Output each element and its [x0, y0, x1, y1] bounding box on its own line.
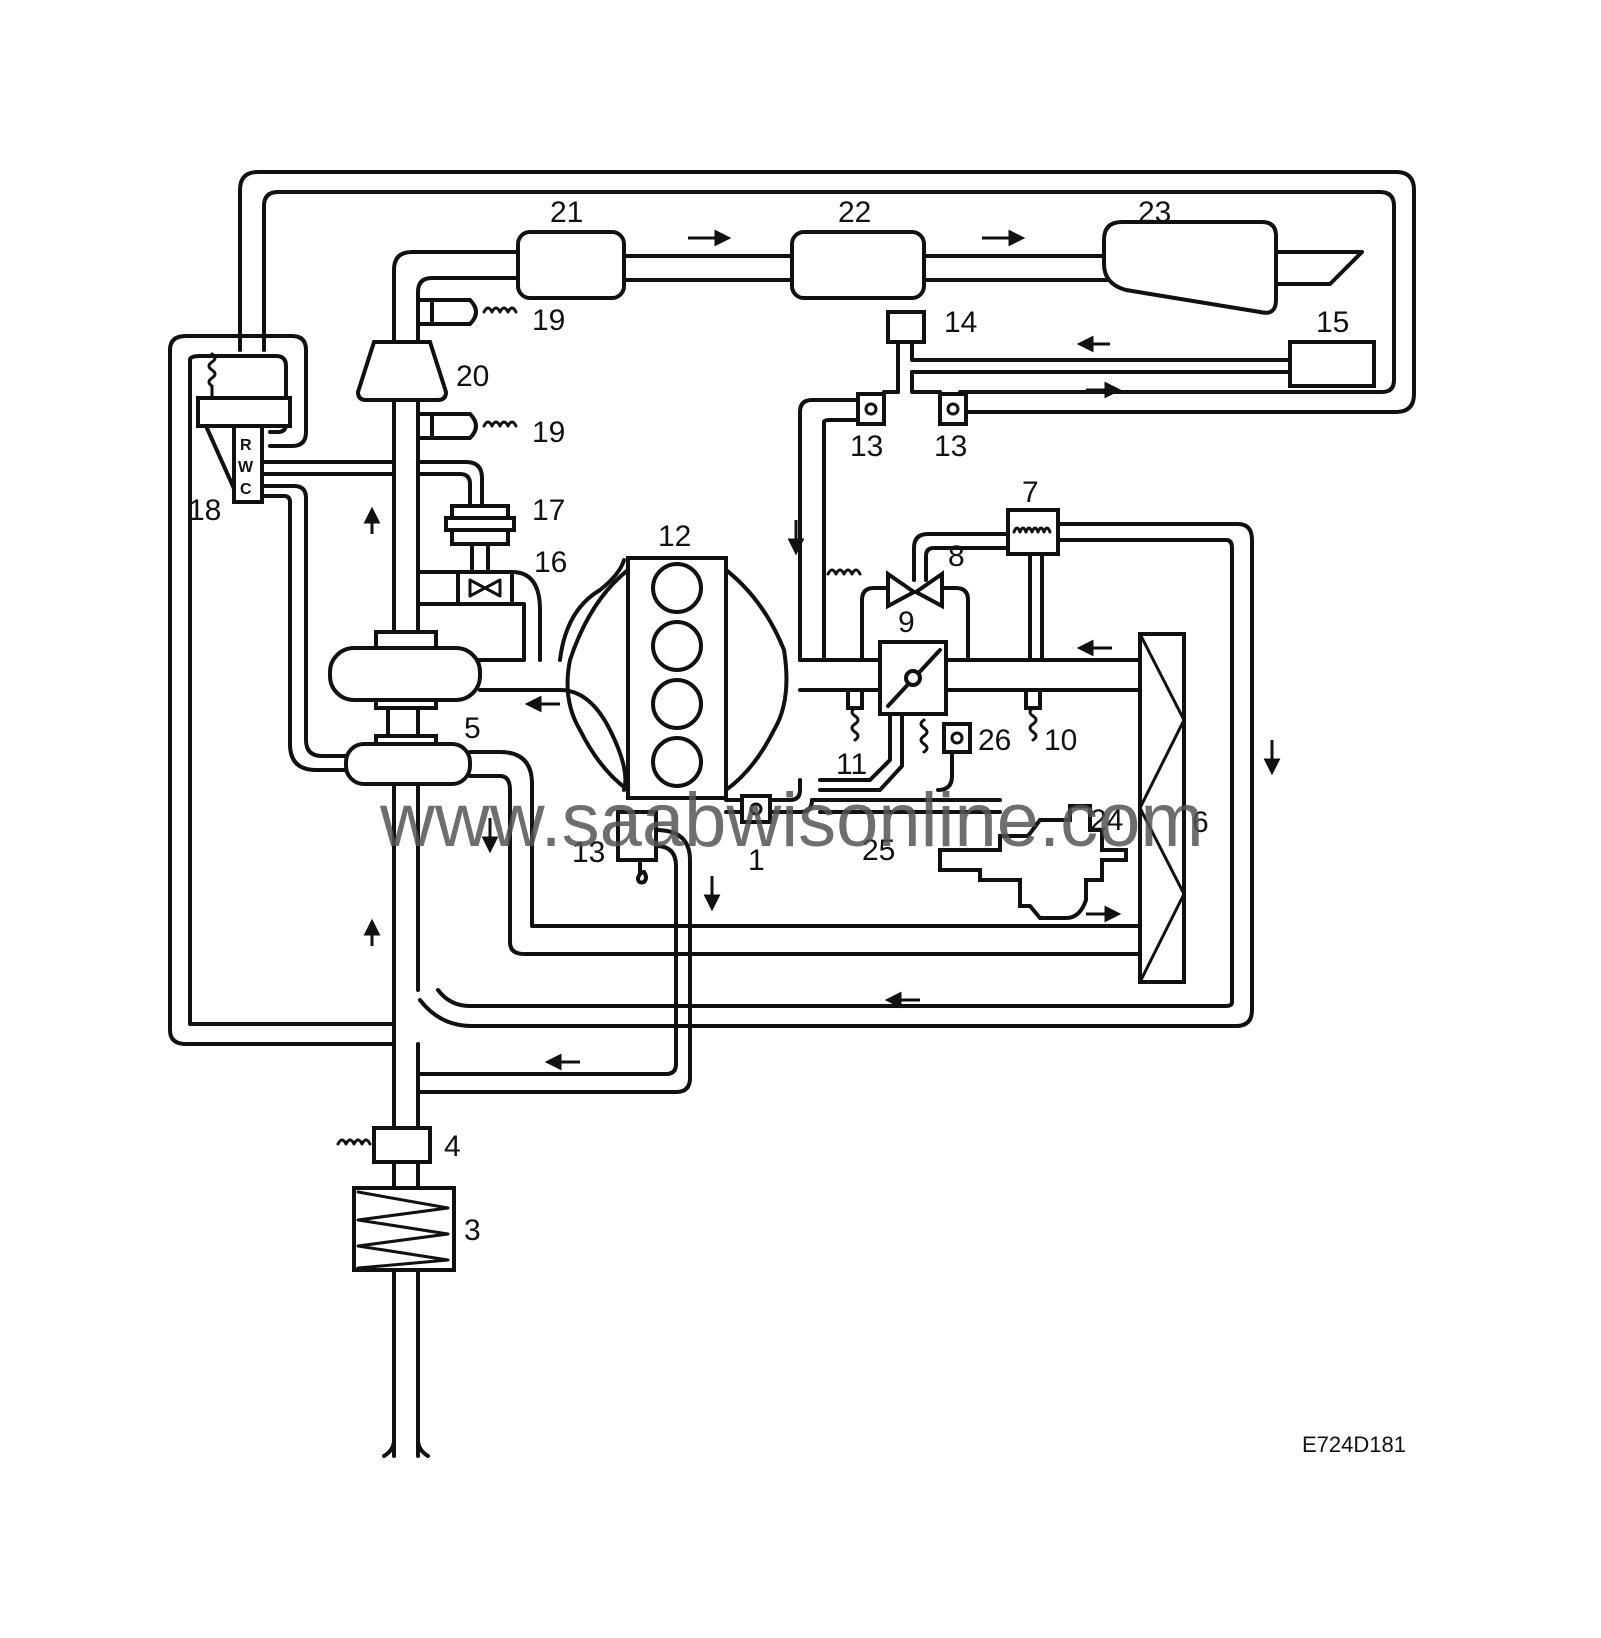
component-23-silencer: 23 [1102, 196, 1278, 315]
label-21: 21 [550, 196, 583, 229]
component-19-sensor-lower: 19 [416, 412, 565, 449]
component-16-wastegate: 16 [416, 546, 567, 662]
label-10: 11 [836, 748, 867, 781]
intake-to-intercooler [944, 639, 1142, 692]
component-6-bypass-valve: 7 [418, 476, 1281, 1028]
label-26: 26 [978, 724, 1011, 757]
component-17-actuator: 17 [444, 494, 565, 574]
label-14: 14 [944, 306, 977, 339]
label-3: 4 [444, 1130, 461, 1163]
label-7: 8 [948, 540, 965, 573]
label-12: 13 [572, 836, 605, 869]
component-4-turbo: 5 [328, 630, 482, 786]
component-13-checkvalve-left: 13 [850, 392, 886, 463]
port-c: C [240, 481, 252, 498]
compressor-to-intercooler [468, 750, 1142, 956]
component-2-air-filter: 3 [352, 1186, 481, 1272]
component-1-checkvalve: 1 [740, 794, 772, 877]
reference-code: E724D181 [1302, 1432, 1406, 1457]
component-15-canister: 15 [1076, 306, 1376, 399]
label-13-right: 13 [934, 430, 967, 463]
label-4: 5 [464, 712, 481, 745]
exhaust-manifold [478, 558, 628, 792]
label-8: 9 [898, 606, 915, 639]
exhaust-pipe [392, 250, 1364, 632]
component-20-catalyst: 20 [355, 340, 489, 402]
label-17: 17 [532, 494, 565, 527]
vacuum-line-24: 25 [724, 712, 1002, 867]
component-12-oil-separator: 13 [416, 810, 721, 1094]
label-23: 23 [1138, 196, 1171, 229]
watermark: www.saabwisonline.com [379, 778, 1204, 863]
label-18: 18 [188, 494, 221, 527]
component-13-checkvalve-right: 13 [934, 392, 968, 463]
label-5: 6 [1192, 806, 1209, 839]
label-1: 1 [748, 844, 765, 877]
component-18-boost-valve: R W C 18 [168, 334, 484, 1046]
label-25: 24 [1090, 804, 1123, 837]
port-r: R [240, 437, 252, 454]
component-25-brake-servo: 24 [938, 804, 1128, 920]
component-19-sensor-upper: 19 [416, 298, 565, 337]
label-2: 3 [464, 1214, 481, 1247]
outer-purge-loop [238, 170, 1416, 414]
component-9-sensor: 10 [1024, 688, 1077, 757]
component-3-air-mass-meter: 4 [336, 1126, 461, 1164]
component-8-throttle: 9 [878, 606, 948, 716]
label-13-left: 13 [850, 430, 883, 463]
label-22: 22 [838, 196, 871, 229]
label-19-lower: 19 [532, 416, 565, 449]
component-5-intercooler: 6 [1138, 632, 1209, 984]
component-11-engine: 12 [565, 520, 789, 800]
flow-arrows-exhaust [688, 229, 1026, 247]
label-24: 25 [862, 834, 895, 867]
label-19-upper: 19 [532, 304, 565, 337]
label-15: 15 [1316, 306, 1349, 339]
main-intake-duct [363, 506, 430, 1458]
port-w: W [238, 459, 254, 476]
component-10-sensor: 11 [836, 688, 929, 781]
component-22-silencer: 22 [790, 196, 926, 300]
label-20: 20 [456, 360, 489, 393]
label-6: 7 [1022, 476, 1039, 509]
intake-and-vacuum-lines [787, 398, 882, 692]
component-14-purge-valve: 14 [882, 306, 1292, 394]
component-21-silencer: 21 [516, 196, 626, 300]
label-11: 12 [658, 520, 691, 553]
component-26-checkvalve: 26 [942, 722, 1011, 757]
label-9: 10 [1044, 724, 1077, 757]
label-16: 16 [534, 546, 567, 579]
